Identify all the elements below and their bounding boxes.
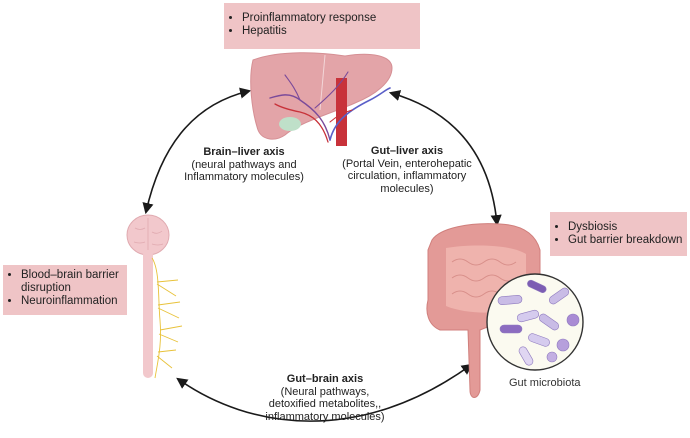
axis-description-line: (Portal Vein, enterohepatic — [342, 157, 472, 170]
gut-brain-arrow — [176, 363, 473, 422]
brain-liver-axis-label: Brain–liver axis (neural pathways and In… — [158, 146, 330, 184]
liver-effects-box: Proinflammatory response Hepatitis — [224, 3, 420, 49]
gut-brain-axis-label: Gut–brain axis (Neural pathways, detoxif… — [250, 373, 400, 423]
axis-title: Gut–brain axis — [286, 373, 364, 385]
axis-description-line: (neural pathways and — [191, 158, 297, 171]
gallbladder — [279, 117, 301, 131]
brain-effects-box: Blood–brain barrier disruption Neuroinfl… — [3, 265, 127, 315]
hepatic-vessels — [269, 71, 391, 143]
brain-effect-item: Neuroinflammation — [21, 295, 127, 308]
gut-liver-arrow — [388, 90, 502, 227]
axis-description-line: inflammatory molecules) — [265, 410, 385, 423]
axis-title: Brain–liver axis — [203, 146, 285, 158]
liver-effect-item: Proinflammatory response — [242, 12, 420, 25]
gut-effect-item: Gut barrier breakdown — [568, 234, 687, 247]
gut-effect-item: Dysbiosis — [568, 221, 687, 234]
brain-liver-arrow — [142, 87, 252, 215]
axis-description-line: (Neural pathways, — [280, 385, 370, 398]
spinal-cord — [143, 250, 153, 378]
liver-effects-list: Proinflammatory response Hepatitis — [224, 12, 420, 38]
gut-effects-list: Dysbiosis Gut barrier breakdown — [550, 221, 687, 247]
gut-liver-axis-label: Gut–liver axis (Portal Vein, enterohepat… — [332, 145, 482, 195]
axis-description-line: detoxified metabolites,, — [268, 398, 382, 410]
nerves — [151, 257, 183, 379]
axis-description-line: molecules) — [380, 182, 434, 195]
bacteria — [497, 279, 580, 366]
gut-microbiota-caption: Gut microbiota — [509, 377, 581, 389]
brain-effects-list: Blood–brain barrier disruption Neuroinfl… — [3, 269, 127, 308]
liver-effect-item: Hepatitis — [242, 25, 420, 38]
axis-title: Gut–liver axis — [370, 145, 444, 157]
axis-description-line: circulation, inflammatory — [347, 170, 467, 182]
gut-effects-box: Dysbiosis Gut barrier breakdown — [550, 212, 687, 256]
brain-effect-item: Blood–brain barrier disruption — [21, 269, 127, 295]
axis-description-line: Inflammatory molecules) — [184, 171, 304, 183]
vena-cava — [336, 78, 347, 146]
